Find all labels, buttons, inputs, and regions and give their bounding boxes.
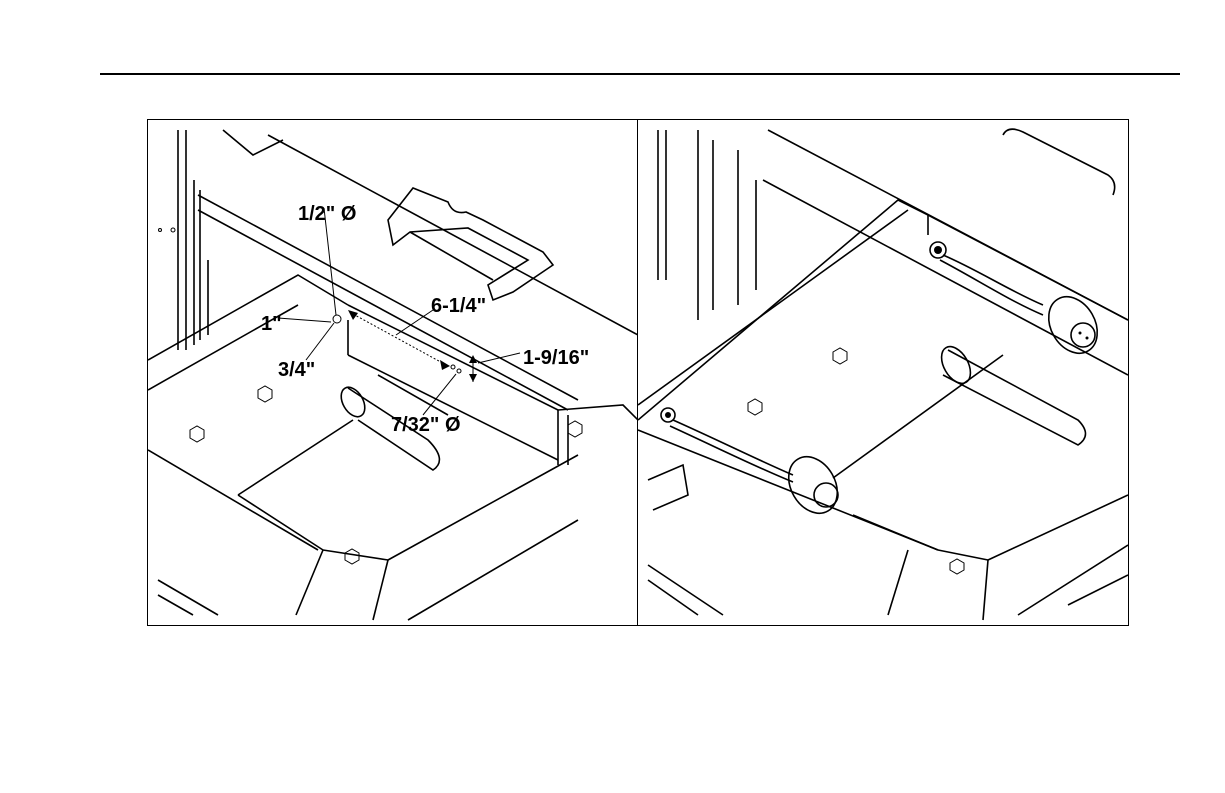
top-offset-callout: 1" xyxy=(261,313,282,335)
installation-figure: 1/2" Ø 1" 3/4" 6-1/4" 1-9/16" 7/32" Ø xyxy=(147,119,1129,626)
lower-tray xyxy=(638,355,1128,620)
height-arrow-up xyxy=(469,355,477,363)
drilling-dimensions-panel: 1/2" Ø 1" 3/4" 6-1/4" 1-9/16" 7/32" Ø xyxy=(148,120,638,625)
height-arrow-down xyxy=(469,374,477,382)
small-hole-mark-1 xyxy=(451,365,455,369)
lower-tray xyxy=(148,420,578,620)
height-leader xyxy=(478,353,520,363)
hole-height-callout: 1-9/16" xyxy=(523,347,589,369)
drilling-illustration: 1/2" Ø 1" 3/4" 6-1/4" 1-9/16" 7/32" Ø xyxy=(148,120,638,625)
frame-uprights xyxy=(178,130,208,350)
header-rule xyxy=(100,73,1180,75)
lower-power-cord xyxy=(661,408,847,522)
installed-illustration xyxy=(638,120,1128,625)
bolt-heads xyxy=(159,228,583,442)
spacing-arrow-left xyxy=(348,310,358,320)
side-offset-leader xyxy=(306,323,334,360)
main-bar xyxy=(638,200,1128,420)
pin-cylinder xyxy=(936,342,1086,445)
small-hole-mark-2 xyxy=(457,369,461,373)
installed-cords-panel xyxy=(638,120,1128,625)
large-hole-mark xyxy=(333,315,341,323)
upper-power-cord xyxy=(930,242,1107,362)
hole-diameter-callout: 1/2" Ø xyxy=(298,203,356,225)
spacing-arrow-right xyxy=(440,360,450,370)
hole-spacing-callout: 6-1/4" xyxy=(431,295,486,317)
frame-uprights xyxy=(658,130,756,320)
top-offset-leader xyxy=(278,318,331,322)
side-offset-callout: 3/4" xyxy=(278,359,315,381)
main-bar xyxy=(148,275,638,465)
spacing-leader xyxy=(396,310,433,335)
small-hole-diameter-callout: 7/32" Ø xyxy=(391,414,461,436)
